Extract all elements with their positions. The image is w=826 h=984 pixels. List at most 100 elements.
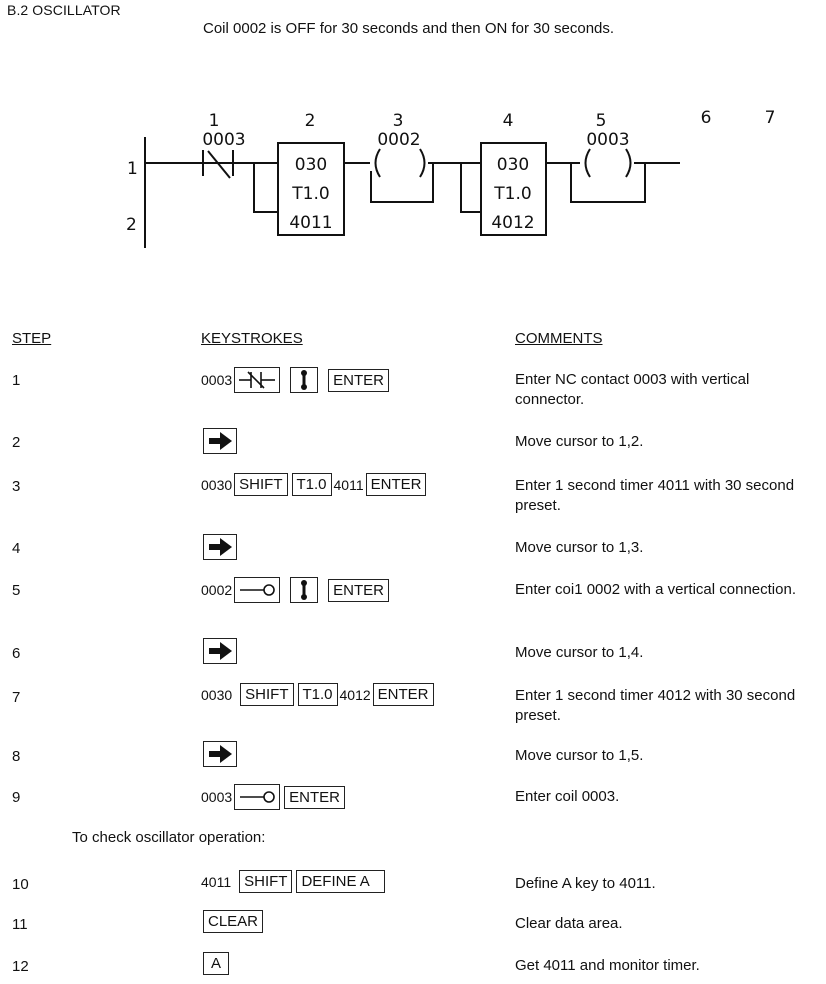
preset-text: 0030 xyxy=(201,476,233,493)
contact-address: 0003 xyxy=(202,130,245,150)
coil-key[interactable] xyxy=(234,784,281,810)
keystrokes-row xyxy=(201,638,239,664)
step-comment: Get 4011 and monitor timer. xyxy=(515,957,700,974)
enter-key[interactable]: ENTER xyxy=(328,368,389,392)
vertical-connector-key[interactable] xyxy=(290,367,319,393)
step-comment: Define A key to 4011. xyxy=(515,875,656,892)
keystrokes-row: 0030 SHIFT T1.0 4012 ENTER xyxy=(201,683,436,706)
col-number-3: 3 xyxy=(393,111,404,131)
arrow-right-icon xyxy=(209,745,232,763)
keystrokes-row: CLEAR xyxy=(201,910,265,933)
arrow-right-icon xyxy=(209,538,232,556)
step-comment: Enter coil 0003. xyxy=(515,788,620,805)
step-number: 2 xyxy=(12,434,21,451)
arrow-right-icon xyxy=(209,432,232,450)
col-number-6: 6 xyxy=(701,108,712,128)
step-comment: Enter 1 second timer 4012 with 30 second… xyxy=(515,687,796,724)
a-key[interactable]: A xyxy=(203,952,230,975)
coil-icon xyxy=(240,791,275,803)
keystrokes-row: 0030 SHIFT T1.0 4011 ENTER xyxy=(201,473,428,496)
row-number-2: 2 xyxy=(126,215,137,235)
section-title: B.2 OSCILLATOR xyxy=(7,2,121,18)
step-comment: Clear data area. xyxy=(515,915,623,932)
header-comments: COMMENTS xyxy=(515,330,603,347)
step-number: 10 xyxy=(12,876,29,893)
col-number-4: 4 xyxy=(503,111,514,131)
step-number: 5 xyxy=(12,582,21,599)
keystrokes-row: 0003 ENTER xyxy=(201,784,347,810)
cursor-right-key[interactable] xyxy=(203,534,237,560)
coil1-address: 0002 xyxy=(377,130,420,150)
keystrokes-row: A xyxy=(201,952,231,975)
keystrokes-row: 0002 ENTER xyxy=(201,577,391,603)
enter-key[interactable]: ENTER xyxy=(328,578,389,602)
col-number-7: 7 xyxy=(765,108,776,128)
enter-key[interactable]: ENTER xyxy=(365,473,427,496)
step-comment: Move cursor to 1,3. xyxy=(515,539,644,556)
timer-key[interactable]: T1.0 xyxy=(291,473,332,496)
cursor-right-key[interactable] xyxy=(203,741,237,767)
col-number-1: 1 xyxy=(209,111,220,131)
shift-key[interactable]: SHIFT xyxy=(234,473,288,496)
timer-key[interactable]: T1.0 xyxy=(297,683,338,706)
timer1-base: T1.0 xyxy=(291,184,329,204)
step-number: 7 xyxy=(12,689,21,706)
shift-key[interactable]: SHIFT xyxy=(239,870,293,893)
step-number: 12 xyxy=(12,958,29,975)
coil2-address: 0003 xyxy=(586,130,629,150)
step-number: 4 xyxy=(12,540,21,557)
header-step: STEP xyxy=(12,330,52,347)
step-comment: Move cursor to 1,4. xyxy=(515,644,644,661)
keystrokes-row: 0003 ENTER xyxy=(201,367,391,393)
timer2-base: T1.0 xyxy=(493,184,531,204)
coil-icon xyxy=(240,584,275,596)
clear-key[interactable]: CLEAR xyxy=(203,910,264,933)
step-comment: Enter coi1 0002 with a vertical connecti… xyxy=(515,581,796,598)
vertical-connector-icon xyxy=(301,580,308,600)
step-number: 3 xyxy=(12,478,21,495)
ladder-diagram: 1 2 3 4 5 6 7 1 2 0003 030 T1.0 4011 000… xyxy=(126,108,776,248)
keystrokes-row: 4011 SHIFT DEFINE A xyxy=(201,870,387,893)
step-comment: Move cursor to 1,2. xyxy=(515,433,644,450)
address-text: 4011 xyxy=(201,873,232,890)
arrow-right-icon xyxy=(209,642,232,660)
vertical-connector-icon xyxy=(301,370,308,390)
define-a-key[interactable]: DEFINE A xyxy=(296,870,385,893)
step-comment: Move cursor to 1,5. xyxy=(515,747,644,764)
shift-key[interactable]: SHIFT xyxy=(240,683,294,706)
step-comment: Enter NC contact 0003 with vertical conn… xyxy=(515,371,750,408)
address-text: 0003 xyxy=(201,372,233,388)
enter-key[interactable]: ENTER xyxy=(372,683,434,706)
timer2-address: 4012 xyxy=(491,213,534,233)
row-number-1: 1 xyxy=(127,159,138,179)
nc-contact-icon xyxy=(239,371,276,389)
timer1-preset: 030 xyxy=(295,155,327,175)
address-text: 0002 xyxy=(201,582,233,598)
step-comment: Enter 1 second timer 4011 with 30 second… xyxy=(515,477,795,514)
keystrokes-row xyxy=(201,428,239,454)
address-text: 0003 xyxy=(201,789,233,805)
keystrokes-row xyxy=(201,534,239,560)
keystrokes-row xyxy=(201,741,239,767)
nc-contact-key[interactable] xyxy=(234,367,281,393)
coil-key[interactable] xyxy=(234,577,281,603)
timer1-address: 4011 xyxy=(289,213,332,233)
cursor-right-key[interactable] xyxy=(203,428,237,454)
step-number: 8 xyxy=(12,748,21,765)
check-operation-note: To check oscillator operation: xyxy=(72,829,266,846)
header-keystrokes: KEYSTROKES xyxy=(201,330,303,347)
address-text: 4011 xyxy=(333,476,364,493)
col-number-5: 5 xyxy=(596,111,607,131)
step-number: 9 xyxy=(12,789,21,806)
vertical-connector-key[interactable] xyxy=(290,577,319,603)
col-number-2: 2 xyxy=(305,111,316,131)
cursor-right-key[interactable] xyxy=(203,638,237,664)
step-number: 1 xyxy=(12,372,21,389)
section-subtitle: Coil 0002 is OFF for 30 seconds and then… xyxy=(203,20,615,37)
preset-text: 0030 xyxy=(201,686,233,703)
timer2-preset: 030 xyxy=(497,155,529,175)
step-number: 6 xyxy=(12,645,21,662)
address-text: 4012 xyxy=(339,686,371,703)
enter-key[interactable]: ENTER xyxy=(284,785,345,809)
step-number: 11 xyxy=(12,916,28,933)
